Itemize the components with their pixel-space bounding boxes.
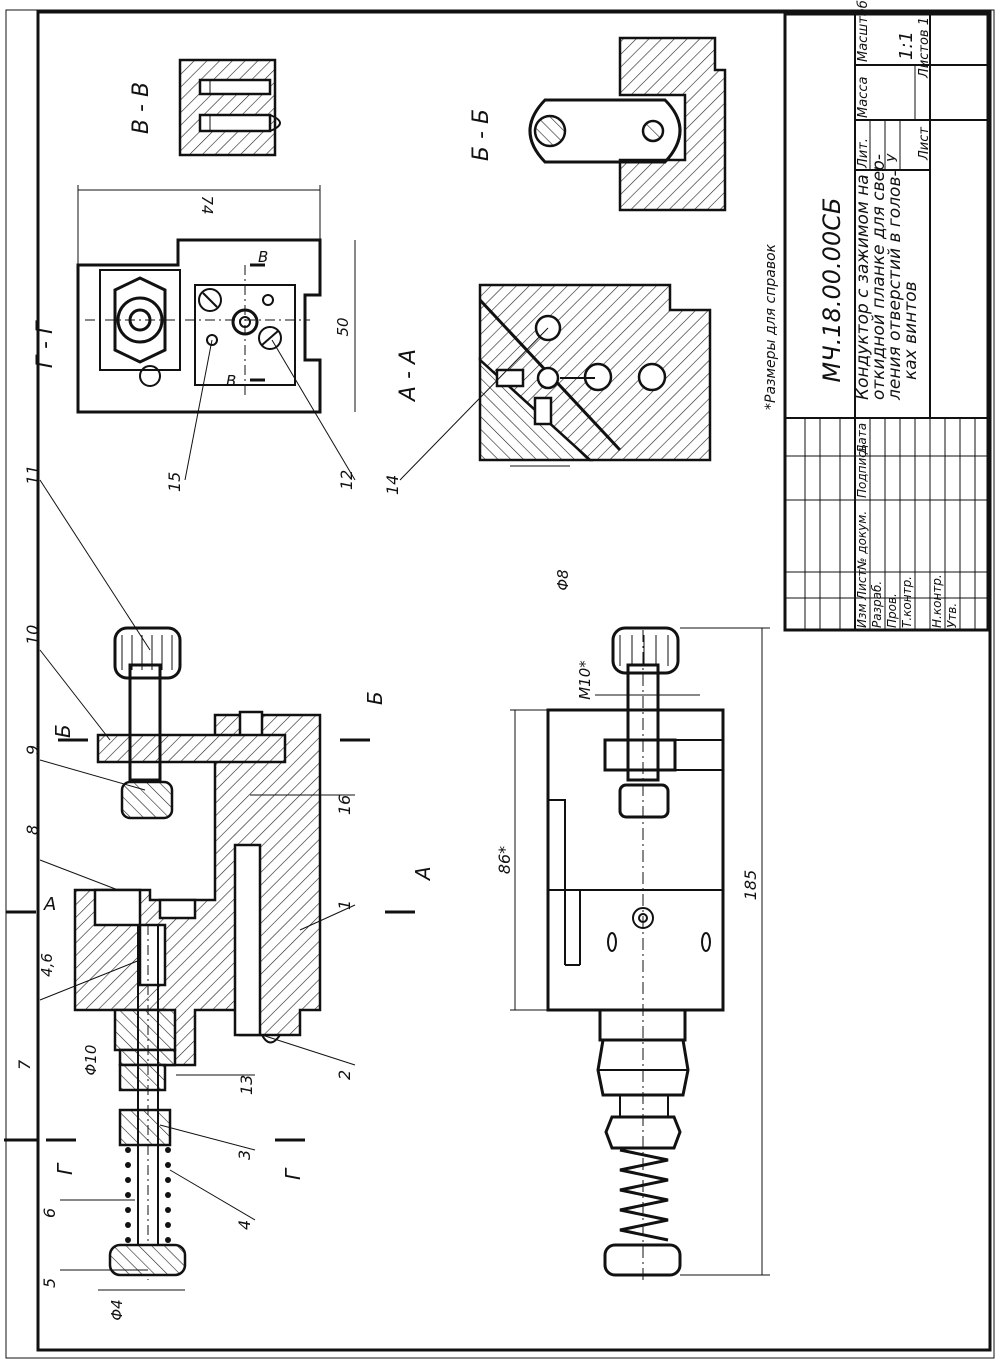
spring-left [125, 1147, 171, 1243]
pos-7: 7 [15, 1059, 34, 1070]
stamp-role-nkontr: Н.контр. [930, 574, 944, 628]
dim-86: 86* [495, 846, 514, 874]
view-section-vv [178, 58, 281, 157]
stamp-role-prov: Пров. [885, 593, 899, 628]
title-line-3: ления отверстий в голов- [885, 170, 905, 401]
view-section-gg [76, 238, 322, 414]
cut-mark-b-right: Б [363, 691, 387, 705]
pos-16: 16 [335, 795, 354, 815]
pos-6: 6 [40, 1208, 59, 1218]
stamp-role-tkontr: Т.контр. [900, 576, 914, 628]
pos-13: 13 [237, 1075, 256, 1095]
inner-frame [36, 10, 992, 1352]
cut-mark-g-right: Г [281, 1167, 305, 1180]
designation-label: МЧ.18.00.00СБ [818, 198, 846, 383]
pos-3: 3 [235, 1150, 254, 1160]
view-section-bb [528, 36, 727, 212]
dim-phi8: Φ8 [554, 569, 572, 590]
view-side [546, 626, 725, 1280]
cut-mark-v-bottom: В [226, 372, 236, 390]
pos-2: 2 [335, 1070, 354, 1080]
title-line-1: Кондуктор с зажимом на [853, 174, 873, 400]
cut-mark-a-right: А [411, 866, 435, 882]
dim-185: 185 [741, 870, 760, 901]
dim-4-6: 4,6 [38, 953, 56, 977]
dim-50: 50 [334, 317, 352, 336]
title-line-2: откидной планке для свер- [869, 154, 889, 400]
stamp-header-list: Лист [855, 569, 869, 601]
pos-4: 4 [235, 1220, 254, 1230]
stamp-role-razrab: Разраб. [870, 581, 884, 628]
dim-phi10: Φ10 [82, 1045, 100, 1076]
pos-11: 11 [23, 465, 42, 485]
cut-mark-b-left: Б [51, 724, 75, 738]
spring-right [619, 1148, 669, 1242]
section-gg-label: Г - Г [33, 320, 58, 368]
section-bb-label: Б - Б [469, 109, 494, 161]
cut-mark-g-left: Г [53, 1162, 77, 1175]
dim-phi4: Φ4 [108, 1299, 126, 1320]
sheet-count-label: Листов 1 [917, 17, 932, 79]
reference-note: *Размеры для справок [763, 243, 779, 410]
title-block [783, 12, 990, 632]
stamp-headers: Изм Лист № докум. Подпись Дата Разраб. П… [855, 423, 959, 628]
stamp-role-utv: Утв. [945, 603, 959, 628]
pos-1: 1 [335, 900, 354, 910]
section-aa-label: А - А [396, 349, 421, 403]
stamp-header-sign: Подпись [855, 444, 869, 498]
dim-74: 74 [198, 195, 216, 214]
scale-label: Масштаб [856, 0, 871, 62]
title-line-4: ках винтов [901, 281, 921, 380]
cut-mark-v-top: В [258, 248, 268, 266]
mass-label: Масса [856, 77, 871, 118]
stamp-header-date: Дата [855, 423, 869, 455]
outer-frame [5, 9, 995, 1359]
pos-9: 9 [23, 745, 42, 755]
view-main-section [73, 626, 322, 1280]
pos-14: 14 [383, 475, 402, 495]
stamp-header-izm: Изм [855, 604, 869, 628]
scale-value: 1:1 [896, 31, 917, 60]
view-section-aa [478, 283, 712, 462]
pos-15: 15 [165, 472, 184, 492]
lit-label: Лит. [856, 138, 871, 169]
position-callouts [39, 327, 549, 1271]
pos-8: 8 [23, 825, 42, 835]
section-vv-label: В - В [129, 82, 154, 134]
lit-value: У [886, 153, 901, 162]
pos-10: 10 [23, 625, 42, 645]
stamp-header-doc: № докум. [855, 511, 869, 571]
dim-m10: M10* [576, 660, 594, 700]
cut-mark-a-left: А [43, 894, 56, 915]
pos-5: 5 [40, 1278, 59, 1288]
sheet-num-label: Лист [917, 127, 932, 161]
pos-12: 12 [337, 470, 356, 490]
